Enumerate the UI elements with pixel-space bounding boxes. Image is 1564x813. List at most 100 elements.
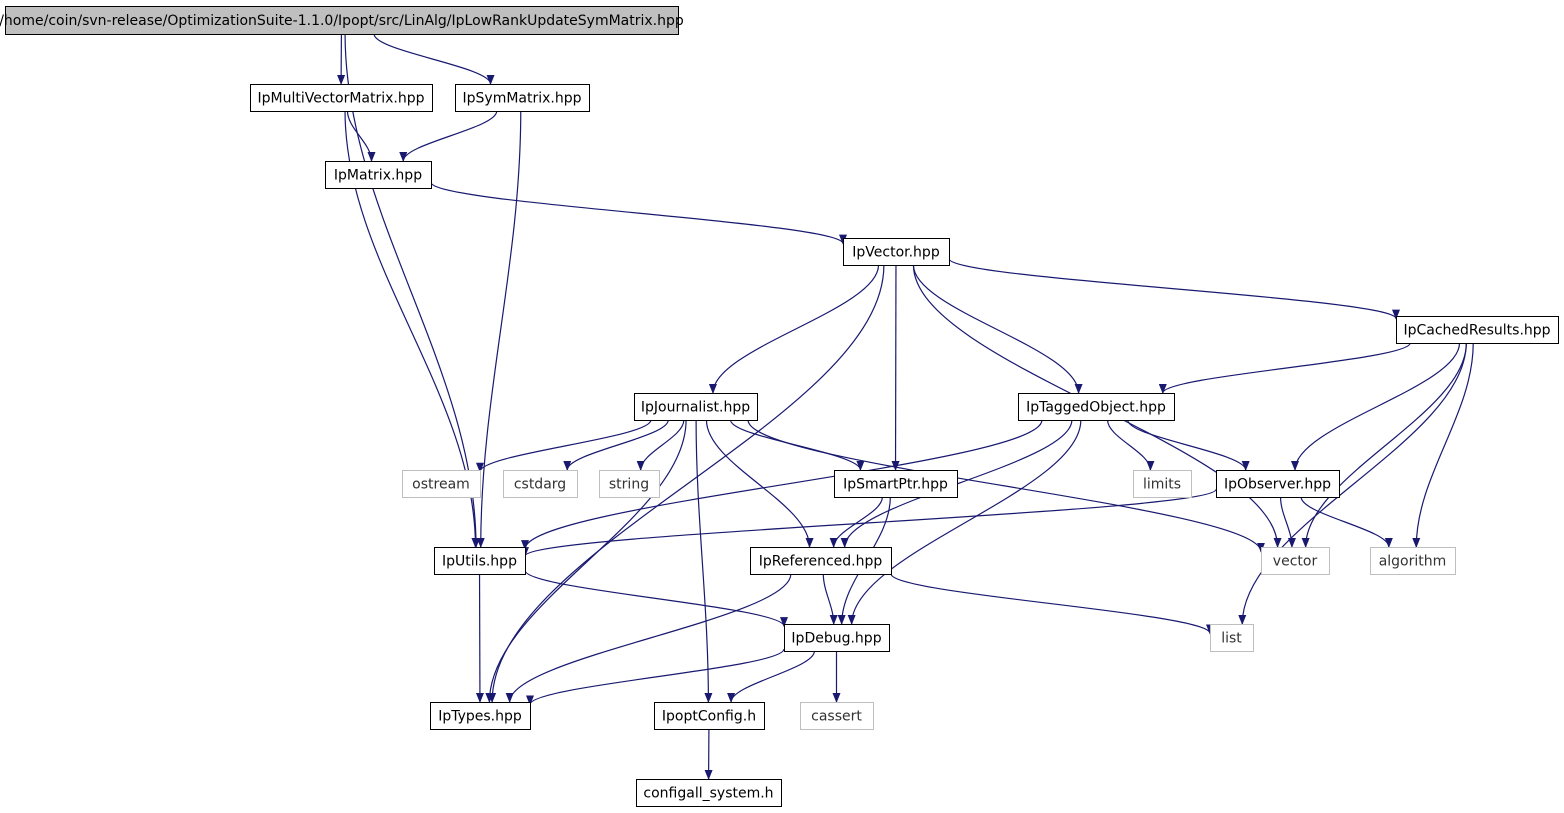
node-types[interactable]: IpTypes.hpp <box>430 702 531 730</box>
node-label: IpUtils.hpp <box>442 554 517 570</box>
node-algorithm: algorithm <box>1370 547 1456 575</box>
node-box <box>834 470 958 498</box>
edge-arrow <box>1279 496 1296 548</box>
edge-cached-to-observer <box>1291 342 1461 471</box>
node-utils[interactable]: IpUtils.hpp <box>434 547 526 575</box>
edge-journalist-to-string <box>636 419 685 471</box>
node-box <box>455 84 590 112</box>
node-vector[interactable]: IpVector.hpp <box>843 238 950 266</box>
node-root[interactable]: /home/coin/svn-release/OptimizationSuite… <box>0 6 684 35</box>
node-label: algorithm <box>1379 554 1447 570</box>
edge-observer-to-stdvector <box>1279 496 1296 548</box>
edge-arrow <box>524 570 788 628</box>
node-label: vector <box>1273 554 1318 570</box>
node-label: IpDebug.hpp <box>791 631 881 647</box>
edge-arrow <box>727 650 816 703</box>
node-label: IpTypes.hpp <box>438 709 522 725</box>
edge-smartptr-to-referenced <box>829 496 883 548</box>
edge-tagged-to-utils <box>521 419 1043 551</box>
edge-journalist-to-config <box>695 419 713 703</box>
node-box <box>430 702 531 730</box>
edge-arrow <box>476 110 522 548</box>
node-observer[interactable]: IpObserver.hpp <box>1216 470 1340 498</box>
node-label: IpMatrix.hpp <box>334 168 422 184</box>
node-box <box>750 547 892 575</box>
edge-arrow <box>1127 419 1250 471</box>
edge-arrow <box>890 573 1214 635</box>
node-configall[interactable]: configall_system.h <box>636 779 782 807</box>
edge-referenced-to-debug <box>822 573 838 625</box>
edge-arrow <box>476 419 652 473</box>
edge-cached-to-list <box>1238 342 1467 625</box>
edge-arrow <box>430 181 847 245</box>
edge-arrow <box>705 419 814 548</box>
node-box <box>5 6 679 35</box>
node-ostream: ostream <box>402 470 481 498</box>
edge-arrow <box>505 573 792 703</box>
node-box <box>402 470 481 498</box>
edge-arrow <box>563 419 669 471</box>
edge-arrow <box>822 573 838 625</box>
edge-tagged-to-observer <box>1127 419 1250 471</box>
node-symmat[interactable]: IpSymMatrix.hpp <box>455 84 590 112</box>
node-label: IpoptConfig.h <box>662 709 756 725</box>
node-debug[interactable]: IpDebug.hpp <box>784 624 890 652</box>
edge-journalist-to-ostream <box>476 419 652 473</box>
edge-arrow <box>1158 342 1411 394</box>
edge-journalist-to-types <box>485 419 687 703</box>
edge-arrow <box>373 33 495 85</box>
node-multivec[interactable]: IpMultiVectorMatrix.hpp <box>250 84 433 112</box>
node-referenced[interactable]: IpReferenced.hpp <box>750 547 892 575</box>
node-box <box>800 702 874 730</box>
node-label: /home/coin/svn-release/OptimizationSuite… <box>0 13 684 29</box>
node-journalist[interactable]: IpJournalist.hpp <box>634 393 758 421</box>
edge-cached-to-tagged <box>1158 342 1411 394</box>
node-label: IpSymMatrix.hpp <box>463 91 582 107</box>
node-label: configall_system.h <box>643 786 773 802</box>
edge-cached-to-stdvector <box>1301 342 1467 548</box>
node-tagged[interactable]: IpTaggedObject.hpp <box>1018 393 1175 421</box>
edge-arrow <box>708 264 880 394</box>
edge-arrow <box>399 110 498 162</box>
nodes: /home/coin/svn-release/OptimizationSuite… <box>0 6 1559 807</box>
edge-matrix-to-vector <box>430 181 847 245</box>
node-string: string <box>599 470 660 498</box>
edge-arrow <box>829 496 883 548</box>
node-box <box>1133 470 1192 498</box>
edge-arrow <box>521 419 1043 551</box>
node-config[interactable]: IpoptConfig.h <box>654 702 765 730</box>
node-box <box>636 779 782 807</box>
edge-arrow <box>695 419 713 703</box>
node-box <box>784 624 890 652</box>
node-matrix[interactable]: IpMatrix.hpp <box>325 161 432 189</box>
edge-arrow <box>1412 342 1474 548</box>
node-limits: limits <box>1133 470 1192 498</box>
edge-journalist-to-referenced <box>705 419 814 548</box>
edge-symmat-to-matrix <box>399 110 498 162</box>
node-cassert: cassert <box>800 702 874 730</box>
node-box <box>250 84 433 112</box>
edge-cached-to-algorithm <box>1412 342 1474 548</box>
edge-tagged-to-limits <box>1106 419 1155 471</box>
node-box <box>1261 547 1330 575</box>
edge-journalist-to-stdvector <box>747 419 1265 553</box>
node-label: IpVector.hpp <box>852 245 940 261</box>
edge-arrow <box>526 648 785 706</box>
node-label: IpMultiVectorMatrix.hpp <box>257 91 424 107</box>
edges <box>337 33 1474 780</box>
node-label: IpTaggedObject.hpp <box>1026 400 1166 416</box>
node-cached[interactable]: IpCachedResults.hpp <box>1396 316 1559 344</box>
edge-debug-to-types <box>526 648 785 706</box>
node-list: list <box>1210 624 1254 652</box>
node-box <box>843 238 950 266</box>
node-box <box>325 161 432 189</box>
node-box <box>1216 470 1340 498</box>
node-label: ostream <box>412 477 470 493</box>
edge-arrow <box>747 419 1265 553</box>
edge-arrow <box>1106 419 1155 471</box>
node-label: cstdarg <box>514 477 566 493</box>
edge-arrow <box>521 488 1217 558</box>
node-label: IpJournalist.hpp <box>641 400 750 416</box>
node-smartptr[interactable]: IpSmartPtr.hpp <box>834 470 958 498</box>
